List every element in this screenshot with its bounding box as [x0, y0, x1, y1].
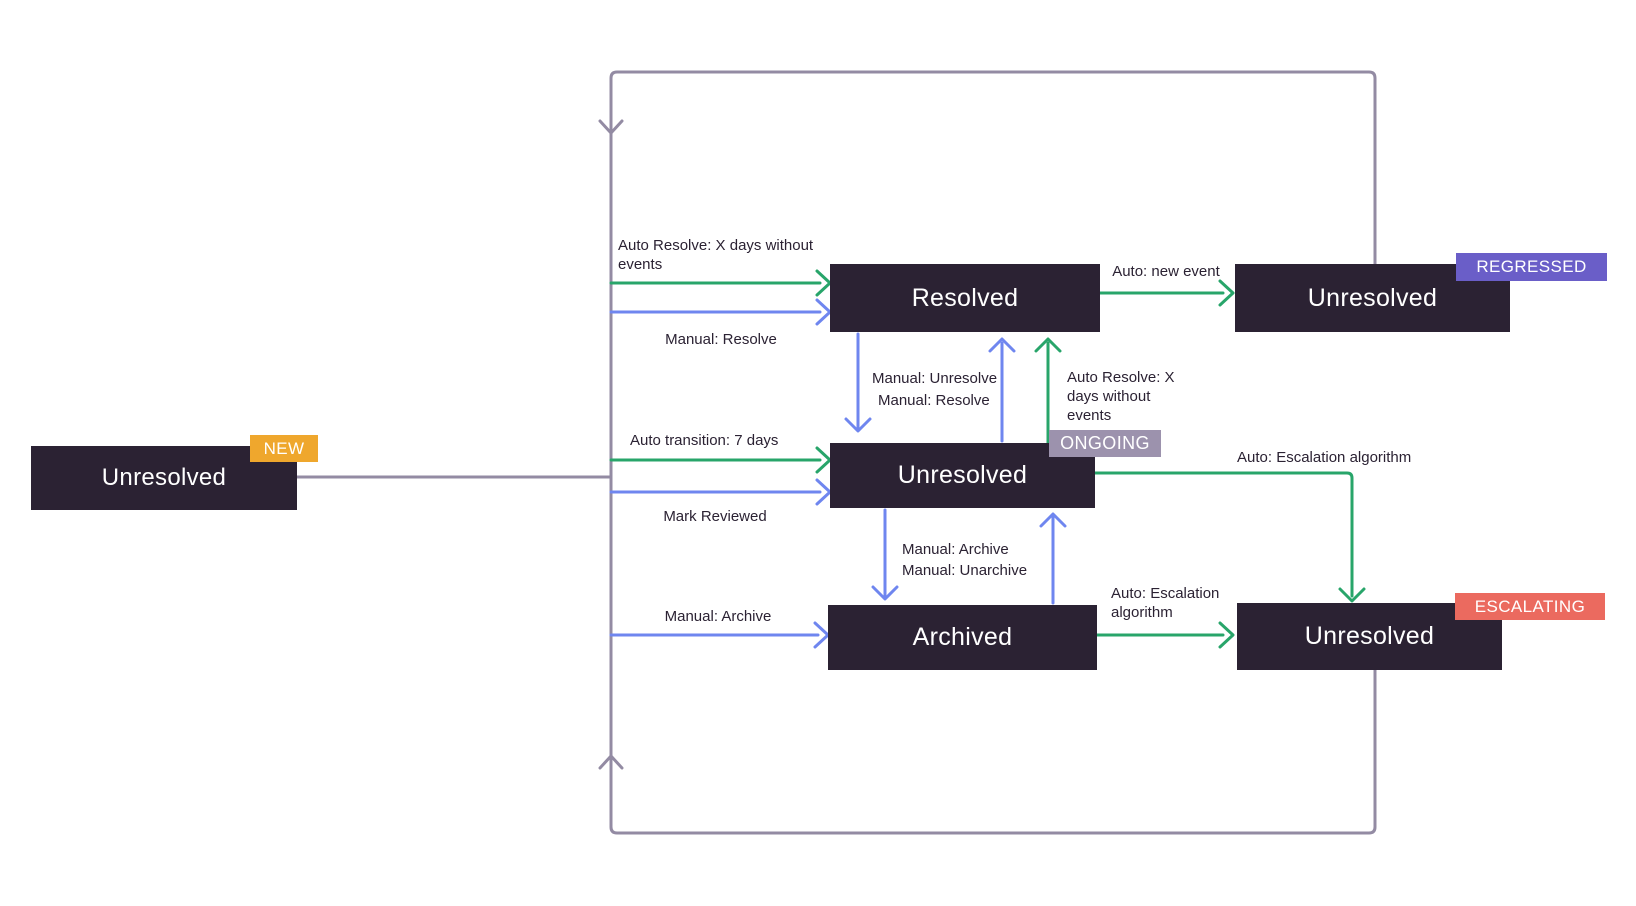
status-badge-ongoing: ONGOING: [1049, 430, 1161, 457]
badge-label: ESCALATING: [1474, 596, 1586, 616]
badge-label: REGRESSED: [1476, 257, 1587, 276]
badge-label: ONGOING: [1060, 433, 1150, 453]
label-auto-escalation-bottom: Auto: Escalation algorithm: [1111, 585, 1220, 621]
label-auto-escalation-top: Auto: Escalation algorithm: [1237, 449, 1412, 466]
arrow-manual-unarchive-archived-to-ongoing: [1039, 512, 1067, 605]
state-escalating-unresolved: Unresolved: [1237, 603, 1502, 670]
loop-arrow-up-icon: [598, 754, 624, 770]
status-badge-new: NEW: [250, 435, 318, 462]
arrow-manual-resolve-to-resolved: [609, 298, 832, 326]
label-manual-archive-left: Manual: Archive: [664, 608, 772, 625]
arrow-auto-new-event-to-regressed: [1098, 279, 1235, 307]
label-manual-resolve-mid: Manual: Resolve: [878, 392, 990, 409]
label-auto-transition: Auto transition: 7 days: [630, 432, 779, 449]
badge-label: NEW: [263, 438, 305, 458]
arrow-mark-reviewed-to-ongoing: [609, 478, 832, 506]
state-label: Unresolved: [897, 461, 1028, 489]
state-archived: Archived: [828, 605, 1097, 670]
state-regressed-unresolved: Unresolved: [1235, 264, 1510, 332]
arrow-auto-transition-to-ongoing: [609, 446, 832, 474]
state-label: Resolved: [911, 283, 1019, 312]
arrow-auto-escalation-ongoing-to-escalating: [1093, 471, 1366, 603]
state-label: Unresolved: [1304, 622, 1435, 650]
status-badge-escalating: ESCALATING: [1455, 593, 1605, 620]
label-auto-new-event: Auto: new event: [1112, 263, 1220, 280]
status-badge-regressed: REGRESSED: [1456, 253, 1607, 281]
label-manual-unresolve: Manual: Unresolve: [872, 370, 998, 387]
state-resolved: Resolved: [830, 264, 1100, 332]
label-manual-resolve: Manual: Resolve: [665, 331, 777, 348]
label-auto-resolve-days-mid: Auto Resolve: X days without events: [1067, 369, 1175, 424]
state-label: Archived: [912, 623, 1013, 651]
label-manual-unarchive-mid: Manual: Unarchive: [902, 562, 1028, 579]
arrow-manual-resolve-ongoing-to-resolved: [988, 337, 1016, 443]
arrow-manual-archive-ongoing-to-archived: [871, 508, 899, 601]
loop-outline: [609, 70, 1377, 835]
label-manual-archive-mid: Manual: Archive: [902, 541, 1009, 558]
arrow-manual-archive-to-archived: [609, 621, 830, 649]
label-auto-resolve-days: Auto Resolve: X days without events: [618, 237, 814, 273]
state-label: Unresolved: [1307, 283, 1438, 312]
state-label: Unresolved: [101, 464, 227, 491]
arrow-auto-resolve-to-resolved: [609, 269, 832, 297]
label-mark-reviewed: Mark Reviewed: [663, 508, 767, 525]
arrow-manual-unresolve-resolved-to-ongoing: [844, 332, 872, 433]
arrow-auto-resolve-ongoing-to-resolved: [1034, 337, 1062, 454]
arrow-auto-escalation-archived-to-escalating: [1095, 621, 1235, 649]
loop-arrow-down-icon: [598, 119, 624, 135]
